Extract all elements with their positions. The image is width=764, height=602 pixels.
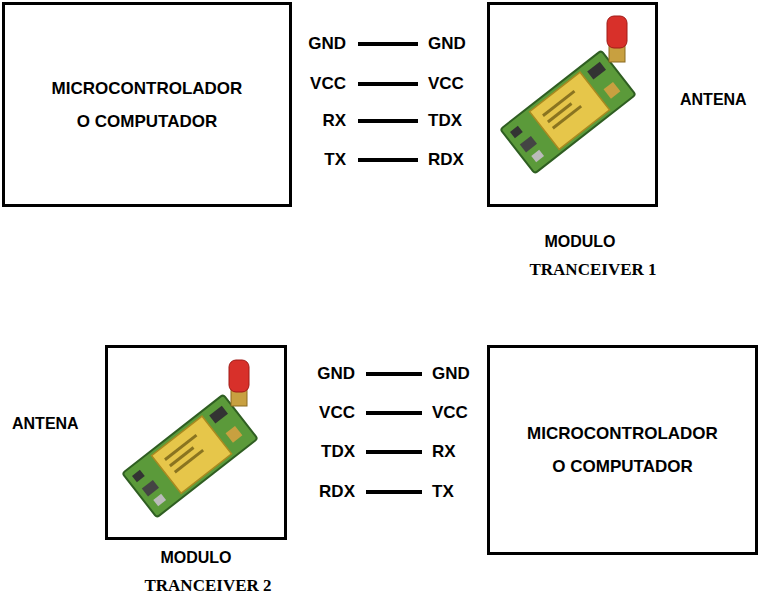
component [132,470,145,482]
device-name: MICROCONTROLADOR O COMPUTADOR [52,72,243,138]
device-box: MICROCONTROLADOR O COMPUTADOR [487,345,758,555]
pin-name: RDX [428,150,464,170]
wire [366,411,422,415]
pin-name: TDX [428,111,462,131]
component [142,480,159,496]
pin-name: RX [432,442,456,462]
component [226,426,243,443]
wires [358,44,422,492]
antenna-cap [229,360,249,392]
pin-name: GND [317,364,355,384]
module-name: MODULO [160,548,231,568]
transceiver-module-box: MODULOTRANCEIVER 1 [487,2,658,207]
pin-name: GND [308,34,346,54]
antenna-cap [607,16,627,48]
antenna-label: ANTENA [12,414,79,434]
pin-name: VCC [432,403,468,423]
pin-name: RX [322,111,346,131]
wire [358,82,418,86]
component [520,136,537,152]
wire [358,42,418,46]
component [510,126,523,138]
component [531,150,544,162]
wire [366,372,422,376]
shield [530,72,610,149]
module-name: MODULO [544,232,615,252]
marking [547,102,572,123]
pin-name: VCC [310,74,346,94]
pin-name: TDX [321,442,355,462]
component [209,406,228,424]
pin-name: VCC [319,403,355,423]
component [604,82,621,99]
marking [169,446,194,467]
marking [174,449,204,474]
pin-name: VCC [428,74,464,94]
pin-name: GND [428,34,466,54]
transceiver-module-box: MODULOTRANCEIVER 2 [105,345,287,540]
pcb [122,395,257,518]
device-box: MICROCONTROLADOR O COMPUTADOR [2,2,292,207]
marking [552,105,582,130]
wire [358,119,418,123]
component [587,62,606,80]
wire [366,450,422,454]
transceiver-illustration [122,360,257,517]
component [153,494,166,506]
transceiver-illustration [500,16,635,173]
shield [152,416,232,493]
pin-name: GND [432,364,470,384]
pin-name: TX [432,482,454,502]
pin-name: RDX [319,482,355,502]
module-name: TRANCEIVER 1 [529,260,656,280]
pcb [500,51,635,174]
module-name: TRANCEIVER 2 [144,576,271,596]
device-name: MICROCONTROLADOR O COMPUTADOR [527,417,718,483]
wire [366,490,422,494]
wire [358,158,418,162]
pin-name: TX [324,150,346,170]
antenna-label: ANTENA [680,90,747,110]
